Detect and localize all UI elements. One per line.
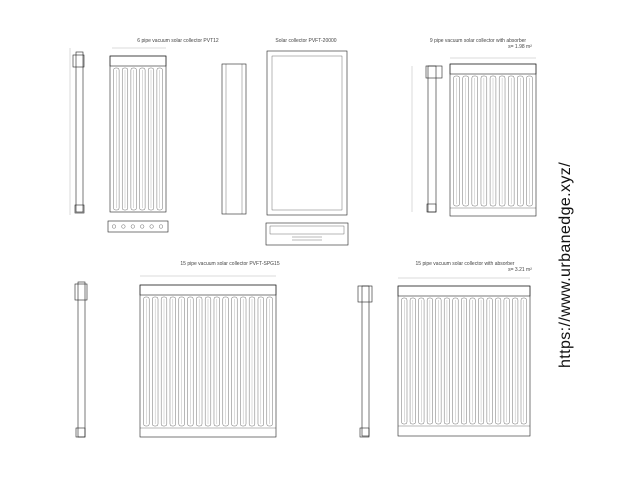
vacuum-tube xyxy=(196,296,203,427)
vacuum-tube xyxy=(401,297,408,425)
caption-9-pipe-area: s= 1.98 m² xyxy=(508,44,532,50)
side-view-flat-plate xyxy=(221,63,247,215)
vacuum-tube xyxy=(452,297,459,425)
caption-6-pipe-collector: 6 pipe vacuum solar collector PVT12 xyxy=(137,38,219,44)
pipe-connector xyxy=(140,224,145,229)
vacuum-tube xyxy=(169,296,176,427)
vacuum-tube xyxy=(266,296,273,427)
vacuum-tube xyxy=(249,296,255,427)
vacuum-tube xyxy=(222,296,229,427)
front-view-9-pipe xyxy=(449,57,537,217)
vacuum-tube xyxy=(187,296,194,427)
vacuum-tube xyxy=(478,297,484,425)
vacuum-tube xyxy=(444,297,450,425)
bottom-view-flat-plate xyxy=(265,222,349,246)
vacuum-tube xyxy=(461,297,467,425)
vacuum-tube xyxy=(213,296,220,427)
vacuum-tube xyxy=(161,296,167,427)
vacuum-tube xyxy=(152,296,159,427)
caption-9-pipe-collector: 9 pipe vacuum solar collector with absor… xyxy=(430,38,526,44)
vacuum-tube xyxy=(499,75,506,207)
pipe-connector xyxy=(149,224,154,229)
vacuum-tube xyxy=(113,67,120,211)
pipe-connector xyxy=(130,224,135,229)
vacuum-tube xyxy=(508,75,515,207)
vacuum-tube xyxy=(418,297,425,425)
front-view-15-pipe-absorber xyxy=(397,277,531,437)
pipe-connector xyxy=(159,224,163,229)
vacuum-tube xyxy=(471,75,478,207)
vacuum-tube xyxy=(435,297,442,425)
vacuum-tube xyxy=(526,75,533,207)
vacuum-tube xyxy=(520,297,527,425)
front-view-15-pipe xyxy=(139,275,277,438)
vacuum-tube xyxy=(240,296,247,427)
vacuum-tube xyxy=(257,296,264,427)
vacuum-tube xyxy=(148,67,154,211)
vacuum-tube xyxy=(178,296,185,427)
side-view-9-pipe xyxy=(411,65,443,213)
vacuum-tube xyxy=(231,296,238,427)
vacuum-tube xyxy=(143,296,150,427)
vacuum-tube xyxy=(469,297,476,425)
bottom-detail-6-pipe xyxy=(107,220,169,233)
vacuum-tube xyxy=(426,297,433,425)
vacuum-tube xyxy=(495,297,502,425)
vacuum-tube xyxy=(489,75,497,207)
side-view-15-pipe xyxy=(74,281,88,438)
vacuum-tube xyxy=(409,297,416,425)
vacuum-tube xyxy=(512,297,519,425)
vacuum-tube xyxy=(139,67,146,211)
caption-flat-plate-collector: Solar collector PVFT-20000 xyxy=(275,38,336,44)
front-view-6-pipe xyxy=(109,47,167,213)
side-view-6-pipe xyxy=(69,48,85,215)
vacuum-tube xyxy=(205,296,211,427)
vacuum-tube xyxy=(122,67,128,211)
vacuum-tube xyxy=(486,297,493,425)
vacuum-tube xyxy=(517,75,524,207)
vacuum-tube xyxy=(130,67,137,211)
pipe-connector xyxy=(112,224,116,229)
vacuum-tube xyxy=(156,67,163,211)
pipe-connector xyxy=(121,224,126,229)
caption-15-pipe-absorber-collector: 15 pipe vacuum solar collector with abso… xyxy=(416,261,515,267)
vacuum-tube xyxy=(453,75,460,207)
side-view-15-pipe-absorber xyxy=(357,285,373,438)
caption-15-pipe-area: s= 3.21 m² xyxy=(508,267,532,273)
vacuum-tube xyxy=(503,297,510,425)
vacuum-tube xyxy=(462,75,469,207)
caption-15-pipe-collector: 15 pipe vacuum solar collector PVFT-SPG1… xyxy=(180,261,279,267)
front-view-flat-plate xyxy=(266,50,348,216)
vacuum-tube xyxy=(480,75,487,207)
watermark-url: https://www.urbanedge.xyz/ xyxy=(557,162,574,368)
